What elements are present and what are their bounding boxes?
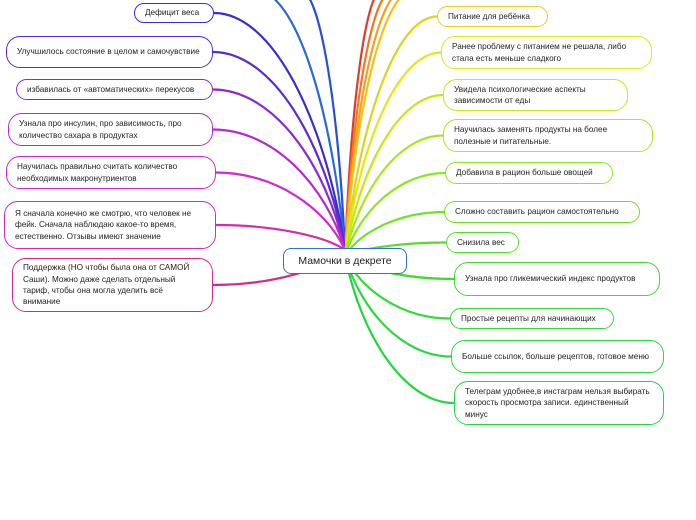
connector-right (343, 51, 443, 258)
topic-simple-recipes[interactable]: Простые рецепты для начинающих (450, 308, 614, 329)
topic-more-links-recipes[interactable]: Больше ссылок, больше рецептов, готовое … (451, 340, 664, 373)
topic-more-vegetables[interactable]: Добавила в рацион больше овощей (445, 162, 613, 184)
connector-offscreen (273, 0, 347, 252)
topic-label: Простые рецепты для начинающих (461, 313, 596, 323)
topic-label: Больше ссылок, больше рецептов, готовое … (462, 351, 649, 361)
topic-psychological-aspects[interactable]: Увидела психологические аспекты зависимо… (443, 79, 628, 111)
topic-label: Узнала про гликемический индекс продукто… (465, 274, 636, 284)
central-topic-label: Мамочки в декрете (298, 255, 392, 267)
topic-label: Снизила вес (457, 237, 505, 247)
connector-right (343, 254, 453, 358)
topic-label: Питание для ребёнка (448, 11, 530, 21)
connector-left (214, 171, 347, 252)
topic-healthier-swaps[interactable]: Научилась заменять продукты на более пол… (443, 119, 653, 152)
connector-right (343, 93, 445, 258)
connector-right (343, 171, 447, 258)
central-topic[interactable]: Мамочки в декрете (283, 248, 407, 274)
topic-label: избавилась от «автоматических» перекусов (27, 84, 195, 94)
connector-left (211, 128, 347, 252)
topic-hard-to-plan[interactable]: Сложно составить рацион самостоятельно (444, 201, 640, 223)
topic-less-sweets[interactable]: Ранее проблему с питанием не решала, либ… (441, 36, 652, 69)
topic-label: Сложно составить рацион самостоятельно (455, 207, 619, 217)
topic-label: Ранее проблему с питанием не решала, либ… (452, 42, 627, 63)
topic-improved-wellbeing[interactable]: Улучшилось состояние в целом и самочувст… (6, 36, 213, 68)
connector-right (343, 254, 456, 405)
topic-label: Улучшилось состояние в целом и самочувст… (17, 47, 200, 57)
topic-label: Дефицит веса (145, 8, 200, 18)
connector-left (211, 88, 347, 252)
connector-left (211, 50, 347, 252)
topic-label: Поддержка (НО чтобы была она от САМОЙ Са… (23, 263, 190, 307)
topic-trust-reviews[interactable]: Я сначала конечно же смотрю, что человек… (4, 201, 216, 249)
topic-no-auto-snacking[interactable]: избавилась от «автоматических» перекусов (16, 79, 213, 100)
topic-macronutrients[interactable]: Научилась правильно считать количество н… (6, 156, 216, 189)
connector-right (343, 134, 445, 258)
connector-offscreen (343, 0, 400, 258)
topic-label: Добавила в рацион больше овощей (456, 168, 593, 178)
topic-child-nutrition[interactable]: Питание для ребёнка (437, 6, 548, 27)
topic-insulin-sugar[interactable]: Узнала про инсулин, про зависимость, про… (8, 113, 213, 146)
connector-left (214, 223, 347, 252)
topic-label: Телеграм удобнее,в инстаграм нельзя выби… (465, 387, 650, 419)
connector-right (343, 15, 439, 258)
connector-left (212, 11, 347, 252)
topic-glycemic-index[interactable]: Узнала про гликемический индекс продукто… (454, 262, 660, 296)
topic-label: Увидела психологические аспекты зависимо… (454, 84, 586, 105)
topic-telegram-vs-instagram[interactable]: Телеграм удобнее,в инстаграм нельзя выби… (454, 381, 664, 425)
topic-label: Узнала про инсулин, про зависимость, про… (19, 119, 182, 140)
connector-offscreen (308, 0, 347, 252)
topic-lost-weight[interactable]: Снизила вес (446, 232, 519, 253)
topic-label: Научилась правильно считать количество н… (17, 162, 178, 183)
topic-label: Научилась заменять продукты на более пол… (454, 125, 608, 146)
topic-label: Я сначала конечно же смотрю, что человек… (15, 209, 192, 241)
topic-personal-support[interactable]: Поддержка (НО чтобы была она от САМОЙ Са… (12, 258, 213, 312)
topic-weight-deficit[interactable]: Дефицит веса (134, 3, 214, 23)
